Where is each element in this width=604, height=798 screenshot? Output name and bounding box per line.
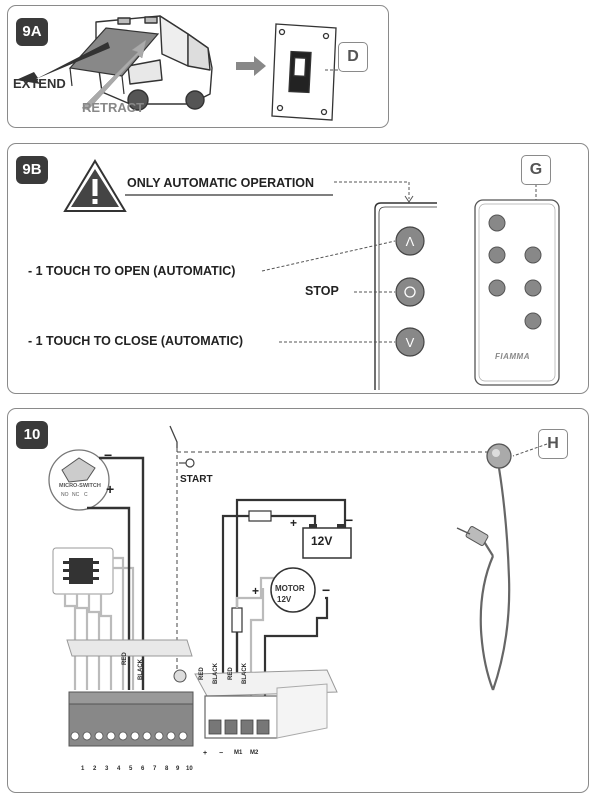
van-outline [95, 15, 213, 111]
terminal-number: 2 [93, 766, 97, 772]
battery-icon [302, 524, 352, 559]
open-instruction: - 1 TOUCH TO OPEN (AUTOMATIC) [28, 264, 236, 278]
start-label: START [180, 474, 213, 485]
retract-arrow [81, 39, 147, 111]
ms-terminal-c: C [84, 492, 88, 498]
fuse-motor [231, 607, 243, 633]
start-connector [173, 669, 187, 683]
motor-icon [270, 567, 316, 613]
terminal-number: 4 [117, 766, 121, 772]
sensor-cable-icon [456, 443, 512, 691]
panel-10-badge: 10 [16, 421, 48, 449]
extend-label: EXTEND [13, 76, 66, 91]
micro-switch-plus: + [106, 481, 115, 497]
terminal-number: 3 [105, 766, 109, 772]
callout-d: D [338, 42, 368, 72]
terminal-number: 9 [176, 766, 180, 772]
stop-button [395, 277, 425, 307]
close-button: V [395, 327, 425, 357]
motor-plus: + [252, 584, 260, 598]
battery-voltage: 12V [311, 534, 333, 548]
awning-canopy [68, 27, 160, 95]
battery-plus: + [290, 516, 298, 530]
open-button: Λ [395, 226, 425, 256]
start-key-icon [179, 458, 195, 468]
motor-terminal-row: + − M1 M2 [200, 750, 272, 760]
awning-van-illustration [16, 15, 340, 121]
warning-triangle-icon [63, 159, 127, 212]
motor-voltage: 12V [277, 595, 292, 604]
motor-label: MOTOR [275, 584, 305, 593]
ms-terminal-no: NO [61, 492, 69, 498]
close-instruction: - 1 TOUCH TO CLOSE (AUTOMATIC) [28, 334, 244, 348]
micro-switch-icon [48, 449, 110, 511]
terminal-number: 6 [141, 766, 145, 772]
left-terminal-block [66, 639, 194, 747]
panel-9a-badge: 9A [16, 18, 48, 46]
svg-text:Λ: Λ [406, 234, 415, 249]
stop-label: STOP [305, 284, 339, 298]
wire-label-black-1: BLACK [213, 663, 219, 684]
terminal-number: 7 [153, 766, 157, 772]
callout-g: G [521, 155, 551, 185]
fuse-battery [248, 510, 272, 522]
motor-terminal: + [203, 750, 208, 757]
wall-switch-icon [271, 23, 337, 121]
extend-arrow [16, 42, 110, 84]
relay-chip [52, 547, 114, 595]
terminal-number-row: 1 2 3 4 5 6 7 8 9 10 [69, 766, 195, 776]
terminal-number: 5 [129, 766, 133, 772]
retract-label: RETRACT [82, 100, 145, 115]
wire-label-red-2: RED [228, 667, 234, 680]
motor-minus: − [322, 582, 331, 598]
terminal-number: 8 [165, 766, 169, 772]
motor-terminal: M2 [250, 750, 259, 756]
panel-9b-badge: 9B [16, 156, 48, 184]
control-panel-outline [374, 202, 437, 390]
svg-text:V: V [406, 335, 415, 350]
remote-brand-logo: FIAMMA [495, 352, 530, 361]
panel-9b-drawing: Λ V [63, 159, 560, 390]
motor-terminal: M1 [234, 750, 243, 756]
micro-switch-minus: − [104, 447, 113, 463]
warning-text: ONLY AUTOMATIC OPERATION [127, 176, 315, 190]
wire-label-black-2: BLACK [242, 663, 248, 684]
wire-label-black-left: BLACK [138, 659, 144, 680]
wiring-diagram [48, 425, 548, 747]
terminal-number: 1 [81, 766, 85, 772]
remote-control-icon [474, 199, 560, 386]
pointer-arrow-icon [236, 56, 266, 76]
callout-h: H [538, 429, 568, 459]
right-terminal-block [194, 669, 338, 739]
motor-terminal: − [219, 750, 224, 757]
terminal-number: 10 [186, 766, 193, 772]
wire-label-red-left: RED [122, 652, 128, 665]
ms-terminal-nc: NC [72, 492, 80, 498]
micro-switch-label: MICRO-SWITCH [59, 483, 101, 489]
wire-label-red-1: RED [199, 667, 205, 680]
battery-minus: − [345, 512, 354, 528]
